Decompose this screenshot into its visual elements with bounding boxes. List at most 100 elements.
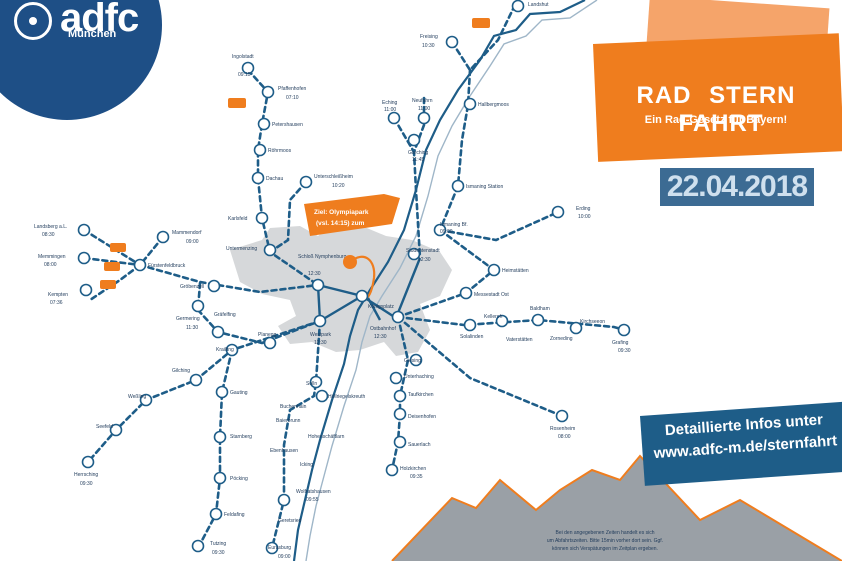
bike-stop-icon[interactable] [109, 423, 123, 437]
bike-stop-icon[interactable] [213, 430, 227, 444]
bike-stop-icon[interactable] [393, 389, 407, 403]
stop-ismaning-station[interactable]: Ismaning Station [451, 179, 504, 193]
bike-stop-icon[interactable] [391, 310, 405, 324]
stop-ebenhausen[interactable]: Ebenhausen [270, 448, 298, 454]
bike-stop-icon[interactable] [215, 385, 229, 399]
stop-fuerstenfeldbruck[interactable]: Fürstenfeldbruck [133, 258, 186, 272]
bike-stop-icon[interactable] [313, 314, 327, 328]
bike-stop-icon[interactable] [531, 313, 545, 327]
stop-groebenzell[interactable]: Gröbenzell [180, 279, 221, 293]
stop-ismaning-bf[interactable]: Ismaning Bf.09:00 [433, 222, 468, 237]
bike-stop-icon[interactable] [387, 111, 401, 125]
stop-giesing[interactable]: Giesing [404, 353, 423, 367]
stop-poecking[interactable]: Pöcking [213, 471, 249, 485]
stop-icking[interactable]: Icking [300, 462, 313, 468]
bike-stop-icon[interactable] [555, 409, 569, 423]
stop-planegg[interactable]: Planegg [258, 332, 277, 350]
bike-stop-icon[interactable] [385, 463, 399, 477]
stop-hohenschaeftlarn[interactable]: Hohenschäftlarn [308, 434, 345, 440]
stop-solalinden[interactable]: Solalinden [460, 318, 484, 341]
stop-koenigsplatz[interactable]: Königsplatz [355, 289, 395, 311]
bike-stop-icon[interactable] [213, 471, 227, 485]
stop-zorneding[interactable]: Zorneding [550, 321, 583, 343]
bike-stop-icon[interactable] [265, 541, 279, 555]
stop-kelleroh[interactable]: Kelleroh [484, 314, 509, 328]
stop-gauting[interactable]: Gauting [215, 385, 248, 399]
stop-graefelfing[interactable]: Gräfelfing [211, 312, 236, 339]
bike-stop-icon[interactable] [463, 318, 477, 332]
bike-stop-icon[interactable] [389, 371, 403, 385]
stop-unterhaching[interactable]: Unterhaching [389, 371, 434, 385]
stop-messestadt-ost[interactable]: Messestadt Ost [459, 286, 510, 300]
bike-stop-icon[interactable] [263, 336, 277, 350]
stop-feldafing[interactable]: Feldafing [209, 507, 245, 521]
stop-sauerlach[interactable]: Sauerlach [393, 435, 431, 449]
stop-karlsfeld[interactable]: Karlsfeld [228, 211, 269, 225]
stop-taufkirchen[interactable]: Taufkirchen [393, 389, 434, 403]
bike-stop-icon[interactable] [451, 179, 465, 193]
bike-stop-icon[interactable] [299, 175, 313, 189]
bike-stop-icon[interactable] [191, 539, 205, 553]
stop-untermenzing[interactable]: Untermenzing [226, 243, 277, 257]
stop-kirchseeon[interactable]: Kirchseeon [580, 319, 605, 325]
bike-stop-icon[interactable] [211, 325, 225, 339]
stop-buchenhain[interactable]: Buchenhain [280, 404, 307, 410]
bike-stop-icon[interactable] [495, 314, 509, 328]
stop-starnberg[interactable]: Starnberg [213, 430, 253, 444]
bike-stop-icon[interactable] [511, 0, 525, 13]
stop-landsberg[interactable]: Landsberg a.L.08:30 [34, 223, 91, 238]
bike-stop-icon[interactable] [277, 493, 291, 507]
stop-dachau[interactable]: Dachau [251, 171, 284, 185]
stop-hallbergmoos[interactable]: Hallbergmoos [463, 97, 510, 111]
bike-stop-icon[interactable] [417, 111, 431, 125]
stop-gilching[interactable]: Gilching [172, 368, 203, 387]
bike-stop-icon[interactable] [156, 230, 170, 244]
bike-stop-icon[interactable] [191, 299, 205, 313]
bike-stop-icon[interactable] [355, 289, 369, 303]
bike-stop-icon[interactable] [407, 247, 421, 261]
bike-stop-icon[interactable] [207, 279, 221, 293]
stop-hoellriegelskreuth[interactable]: Höllriegelskreuth [315, 389, 366, 403]
stop-heimstaetten[interactable]: Heimstätten [487, 263, 529, 277]
stop-vaterstaetten[interactable]: Vaterstätten [506, 337, 533, 343]
bike-stop-icon[interactable] [409, 353, 423, 367]
bike-stop-icon[interactable] [257, 117, 271, 131]
stop-baierbrunn[interactable]: Baierbrunn [276, 418, 301, 424]
bike-stop-icon[interactable] [393, 435, 407, 449]
bike-stop-icon[interactable] [311, 278, 325, 292]
bike-stop-icon[interactable] [251, 171, 265, 185]
bike-stop-icon[interactable] [77, 223, 91, 237]
stop-geretsried[interactable]: Geretsried [278, 518, 302, 524]
stop-landshut[interactable]: Landshut [511, 0, 550, 13]
stop-wessling[interactable]: Weßling [128, 393, 153, 407]
bike-stop-icon[interactable] [393, 407, 407, 421]
bike-stop-icon[interactable] [261, 85, 275, 99]
bike-stop-icon[interactable] [77, 251, 91, 265]
bike-stop-icon[interactable] [189, 373, 203, 387]
bike-stop-icon[interactable] [139, 393, 153, 407]
stop-deisenhofen[interactable]: Deisenhofen [393, 407, 437, 421]
bike-stop-icon[interactable] [487, 263, 501, 277]
bike-stop-icon[interactable] [253, 143, 267, 157]
bike-stop-icon[interactable] [315, 389, 329, 403]
bike-stop-icon[interactable] [569, 321, 583, 335]
bike-stop-icon[interactable] [551, 205, 565, 219]
stop-krailling[interactable]: Krailling [216, 343, 239, 357]
